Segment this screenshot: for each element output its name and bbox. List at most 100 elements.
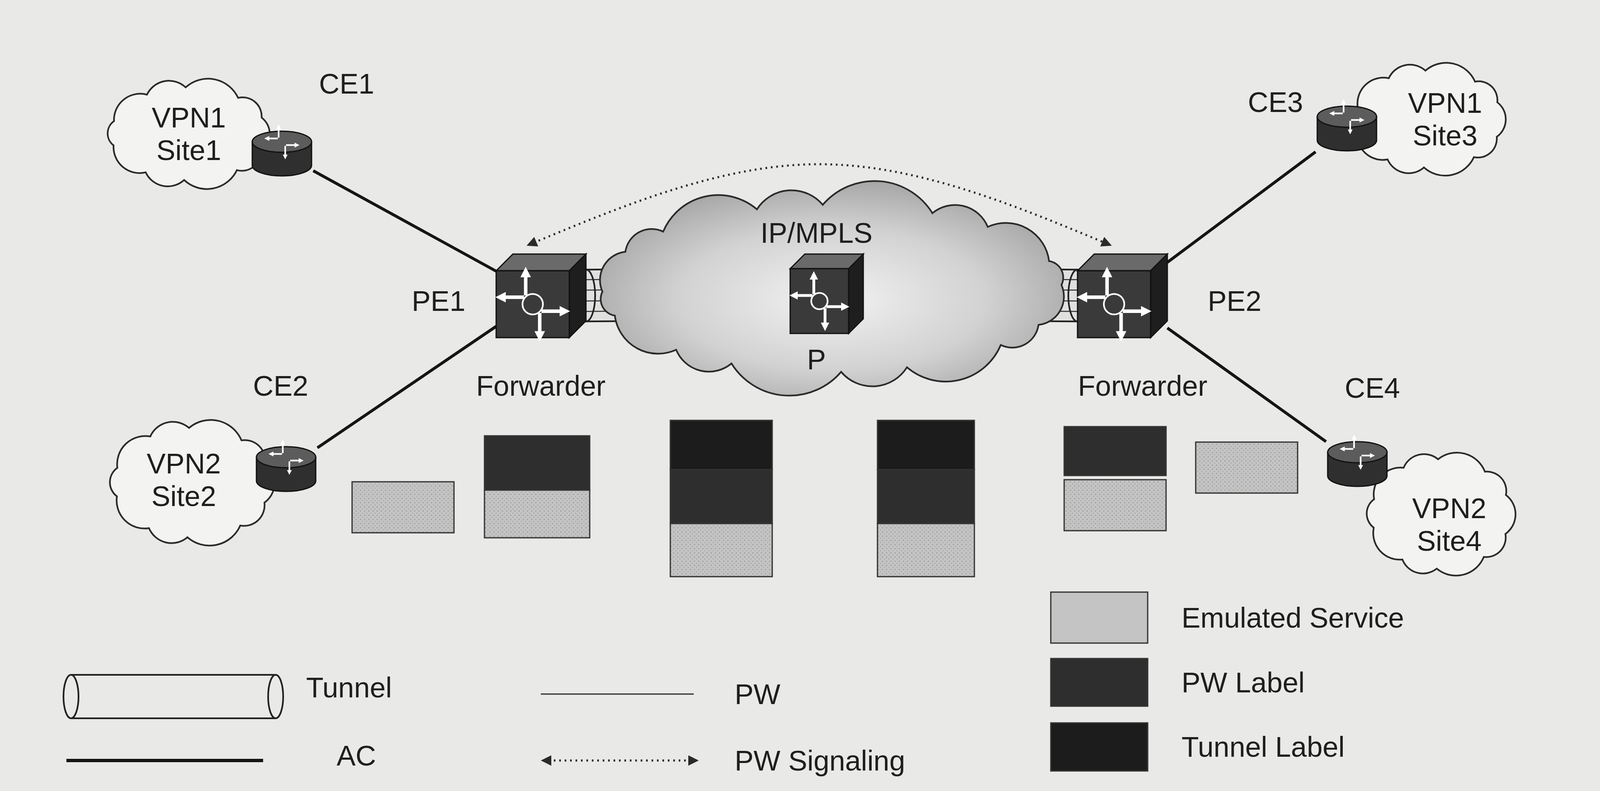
emulated-service-block [484, 489, 590, 538]
cube-emblem [1103, 294, 1125, 315]
router-icon [1077, 253, 1168, 338]
legend-text: PW [734, 677, 781, 710]
node-label: CE4 [1344, 371, 1400, 404]
cloud-shape [1366, 452, 1516, 576]
arrow-glyph [1361, 454, 1373, 457]
cloud-shape [109, 419, 275, 546]
arrow-glyph [1351, 119, 1362, 121]
arrow-glyph [1349, 120, 1352, 132]
router-icon [1326, 439, 1389, 488]
node-label: CE2 [253, 369, 309, 402]
ce-router: CE4 [1326, 439, 1389, 488]
arrow-glyph [1342, 101, 1345, 113]
ce-router: CE2 [254, 444, 318, 493]
legend-swatch [1050, 658, 1148, 706]
cloud-shape [107, 78, 270, 189]
arrow-glyph [1359, 456, 1362, 467]
node-label: VPN2 Site4 [1401, 491, 1498, 557]
cloud-node: VPN1 Site1 [96, 73, 281, 195]
cube-side [569, 253, 586, 338]
ac-line [317, 326, 497, 448]
router-top [1327, 441, 1388, 463]
pe-router: PE1Forwarder [496, 253, 586, 338]
arrow-glyph [281, 441, 284, 453]
node-label: VPN1 Site3 [1397, 86, 1494, 152]
emulated-service-block [352, 481, 454, 533]
cloud-outline [96, 73, 281, 195]
pw-label-block [877, 469, 975, 524]
router-icon [790, 253, 864, 334]
arrow-glyph [793, 294, 813, 297]
arrow-glyph [537, 312, 542, 337]
ac-line [1167, 151, 1316, 263]
ac-link [317, 326, 497, 448]
arrow-glyph [1353, 436, 1355, 448]
legend-text: Emulated Service [1181, 600, 1405, 634]
arrow-glyph [286, 144, 297, 146]
router-top [1317, 106, 1377, 128]
legend-samples [63, 591, 1148, 771]
arrow-glyph [290, 459, 302, 462]
cube-emblem [522, 294, 543, 315]
arrow-glyph [826, 305, 846, 309]
pw-label-block [484, 435, 590, 490]
legend-tunnel [70, 674, 276, 718]
arrow-glyph [1331, 112, 1343, 115]
legend-text: AC [336, 738, 376, 772]
ce-router: CE1 [250, 129, 314, 178]
arrow-glyph [541, 309, 566, 313]
pw-label-block [670, 469, 773, 524]
arrow-glyph [284, 145, 287, 157]
node-label: VPN2 Site2 [135, 446, 232, 513]
arrow-glyph [500, 295, 525, 299]
node-label: CE1 [319, 67, 375, 100]
arrow-glyph [266, 137, 278, 140]
arrow-glyph [1123, 309, 1147, 313]
cube-emblem [811, 292, 828, 310]
ac-link [1167, 151, 1316, 263]
node-label: CE3 [1247, 85, 1304, 119]
router-icon [496, 253, 586, 338]
legend-text: Tunnel [306, 670, 392, 704]
tunnel-label-block [670, 420, 773, 470]
legend-tunnel-cap [268, 674, 284, 718]
legend-swatch [1050, 591, 1148, 643]
legend-swatch [1050, 722, 1148, 771]
arrow-glyph [823, 307, 827, 327]
node-label: VPN1 Site1 [140, 101, 237, 167]
role-label: Forwarder [1077, 369, 1208, 402]
legend-text: Tunnel Label [1181, 730, 1345, 763]
node-label: PE2 [1207, 284, 1262, 317]
packet-stacks [352, 420, 1298, 577]
role-label: Forwarder [476, 369, 606, 402]
ac-line [313, 170, 497, 272]
arrow-glyph [277, 126, 280, 138]
legend-text: PW Signaling [734, 743, 906, 777]
emulated-service-block [1195, 441, 1298, 493]
pe-router: PE2Forwarder [1077, 253, 1168, 338]
arrow-glyph [271, 452, 282, 455]
legend-ac-line [66, 758, 264, 762]
cloud-shape [1351, 62, 1507, 176]
arrow-glyph [1342, 447, 1354, 450]
cube-front [1077, 270, 1151, 338]
cube-front [790, 268, 849, 334]
router-top [256, 446, 316, 468]
cube-side [848, 253, 864, 334]
emulated-service-block [1064, 479, 1167, 531]
legend-text: PW Label [1181, 665, 1305, 699]
router-icon [250, 129, 314, 178]
cube-front [496, 270, 570, 338]
emulated-service-block [670, 523, 773, 577]
router-icon [1315, 104, 1379, 153]
arrow-glyph [1105, 271, 1109, 296]
legend-signaling-line [542, 759, 697, 762]
emulated-service-block [877, 523, 975, 577]
arrow-glyph [523, 271, 528, 296]
cloud-node: IP/MPLSP [581, 183, 1083, 393]
arrow-glyph [288, 461, 291, 472]
node-label: IP/MPLS [760, 216, 873, 249]
router-icon [254, 444, 318, 493]
arrow-glyph [812, 275, 816, 295]
